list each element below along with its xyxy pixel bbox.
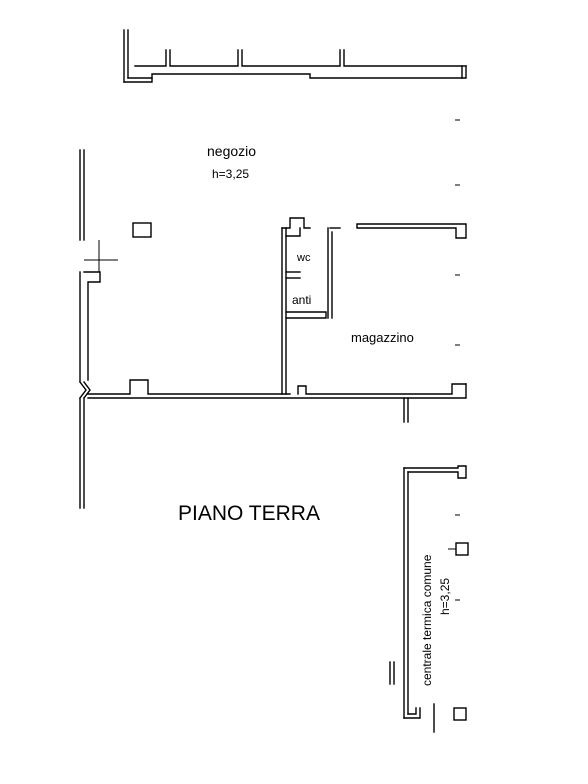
service-partition — [281, 217, 467, 395]
room-label-wc: wc — [296, 252, 311, 264]
bottom-wall — [87, 379, 467, 423]
facade-markers — [455, 119, 460, 601]
top-wall — [123, 29, 467, 83]
column — [132, 222, 152, 238]
room-label-negozio: negozio — [207, 143, 256, 159]
room-height-centrale: h=3,25 — [438, 578, 452, 615]
plan-title: PIANO TERRA — [178, 502, 320, 525]
room-label-magazzino: magazzino — [351, 330, 414, 345]
left-wall — [79, 149, 118, 509]
room-height-negozio: h=3,25 — [212, 167, 249, 181]
room-label-centrale: centrale termica comune — [420, 554, 434, 686]
centrale-termica-walls — [389, 465, 469, 733]
room-label-anti: anti — [292, 293, 311, 307]
